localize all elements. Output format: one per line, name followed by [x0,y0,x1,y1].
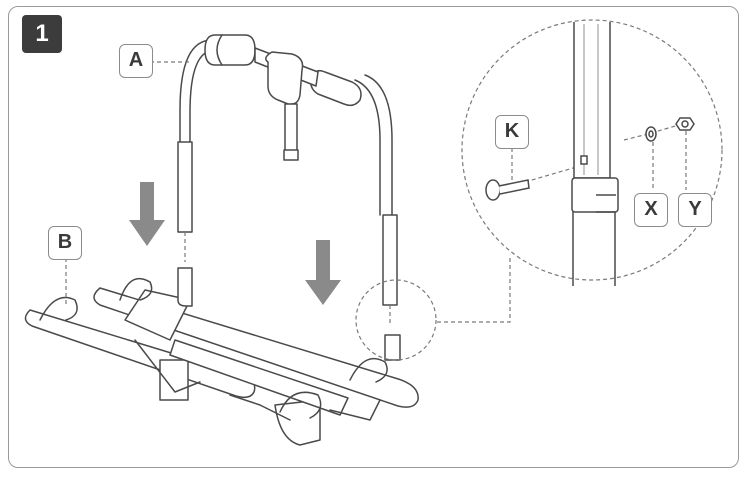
label-y-nut: Y [678,193,712,227]
label-b-base: B [48,226,82,260]
bolt-k [485,179,530,201]
detail-zoom-circle [461,19,723,281]
leader-lines [65,61,687,325]
foam-pad-left [204,34,256,66]
washer-x [645,126,657,142]
center-clamp [254,47,319,161]
diagram-frame [8,6,739,468]
down-arrow-right [305,240,341,305]
down-arrow-left [129,182,165,246]
nut-y [675,117,695,131]
detail-marker-circle [355,279,437,361]
base-rack [24,267,419,446]
label-a-uframe: A [119,44,153,78]
zoomed-tube [571,22,619,286]
label-x-washer: X [634,193,668,227]
label-k-bolt: K [495,115,529,149]
step-number-badge: 1 [22,15,62,53]
foam-pad-right [310,69,362,107]
